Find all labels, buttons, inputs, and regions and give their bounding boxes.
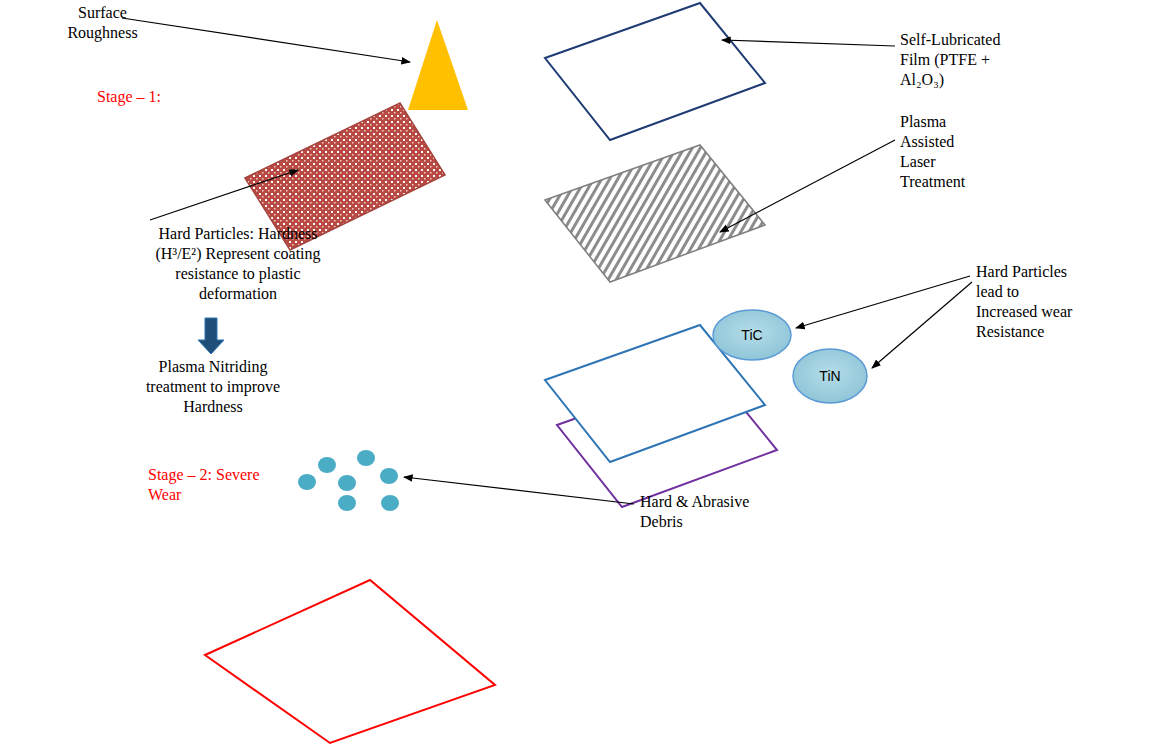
stage-heading: Stage – 1: — [97, 87, 207, 107]
note-text: Hard Particles: Hardness (H³/E²) Represe… — [138, 224, 338, 304]
particle-circle: TiC — [712, 309, 792, 361]
callout-label: Hard Particles lead to Increased wear Re… — [976, 262, 1084, 342]
roughness-cone — [408, 20, 468, 110]
stage-heading: Stage – 2: Severe Wear — [148, 465, 283, 505]
particle-label: TiC — [741, 327, 762, 343]
callout-label: Hard & Abrasive Debris — [640, 492, 775, 532]
note-text: Plasma Nitriding treatment to improve Ha… — [128, 357, 298, 417]
callout-label: Plasma Assisted Laser Treatment — [900, 112, 980, 192]
laser-treated-layer — [545, 145, 765, 282]
debris-particles — [298, 450, 399, 511]
stage2-surface — [205, 580, 495, 743]
leader-lines — [122, 18, 972, 504]
self-lubricated-film — [545, 3, 765, 140]
down-arrow — [198, 318, 224, 354]
callout-label: Self-Lubricated Film (PTFE + Al₂O₃) — [900, 30, 1012, 90]
particle-circle: TiN — [792, 348, 868, 404]
particle-label: TiN — [819, 368, 840, 384]
callout-label: Surface Roughness — [55, 3, 150, 43]
